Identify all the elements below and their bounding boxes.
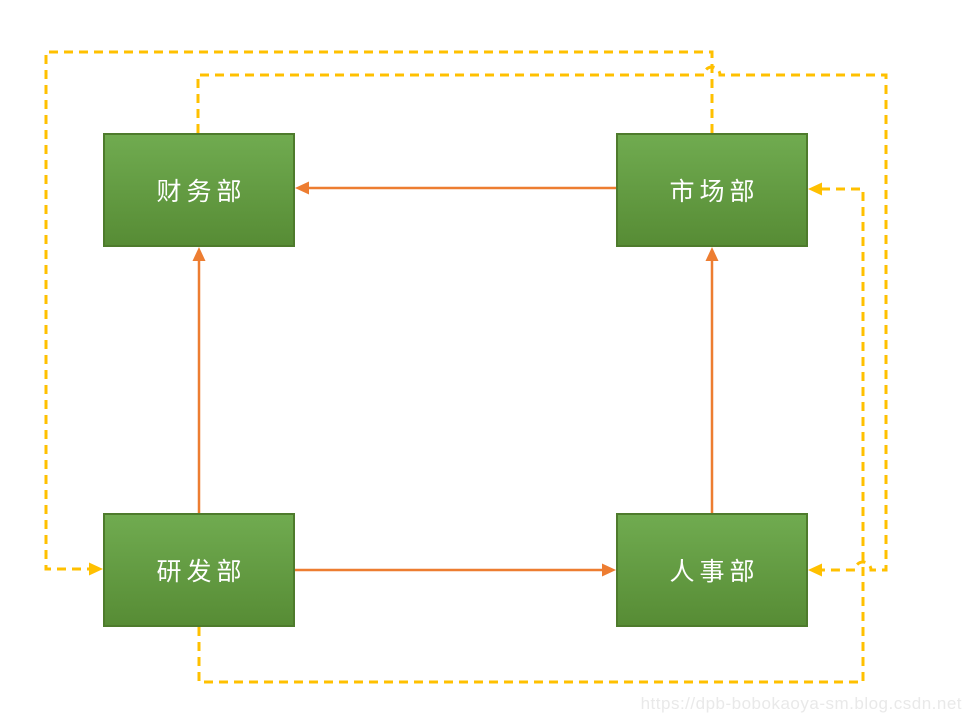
connector-dashed-market-to-rnd bbox=[44, 50, 714, 576]
connector-solid-hr-to-market bbox=[705, 247, 719, 513]
arrowhead-left-icon bbox=[808, 182, 822, 196]
node-rnd-dept[interactable]: 研发部 bbox=[103, 513, 295, 627]
node-rnd-label: 研发部 bbox=[156, 558, 247, 586]
arrowhead-left-icon bbox=[808, 563, 822, 577]
connector-solid-rnd-to-hr bbox=[295, 563, 616, 577]
node-market-dept[interactable]: 市场部 bbox=[616, 133, 808, 247]
arrowhead-right-icon bbox=[89, 562, 103, 576]
arrowhead-left-icon bbox=[295, 181, 309, 195]
arrowhead-up-icon bbox=[192, 247, 206, 261]
node-finance-dept[interactable]: 财务部 bbox=[103, 133, 295, 247]
node-hr-dept[interactable]: 人事部 bbox=[616, 513, 808, 627]
arrowhead-right-icon bbox=[602, 563, 616, 577]
connector-solid-market-to-finance bbox=[295, 181, 616, 195]
node-finance-label: 财务部 bbox=[156, 178, 247, 206]
connector-solid-rnd-to-finance bbox=[192, 247, 206, 513]
node-hr-label: 人事部 bbox=[669, 558, 760, 586]
arrowhead-up-icon bbox=[705, 247, 719, 261]
node-market-label: 市场部 bbox=[669, 178, 760, 206]
connector-dashed-market-to-rnd-path bbox=[44, 50, 714, 571]
watermark: https://dpb-bobokaoya-sm.blog.csdn.net bbox=[640, 694, 962, 713]
